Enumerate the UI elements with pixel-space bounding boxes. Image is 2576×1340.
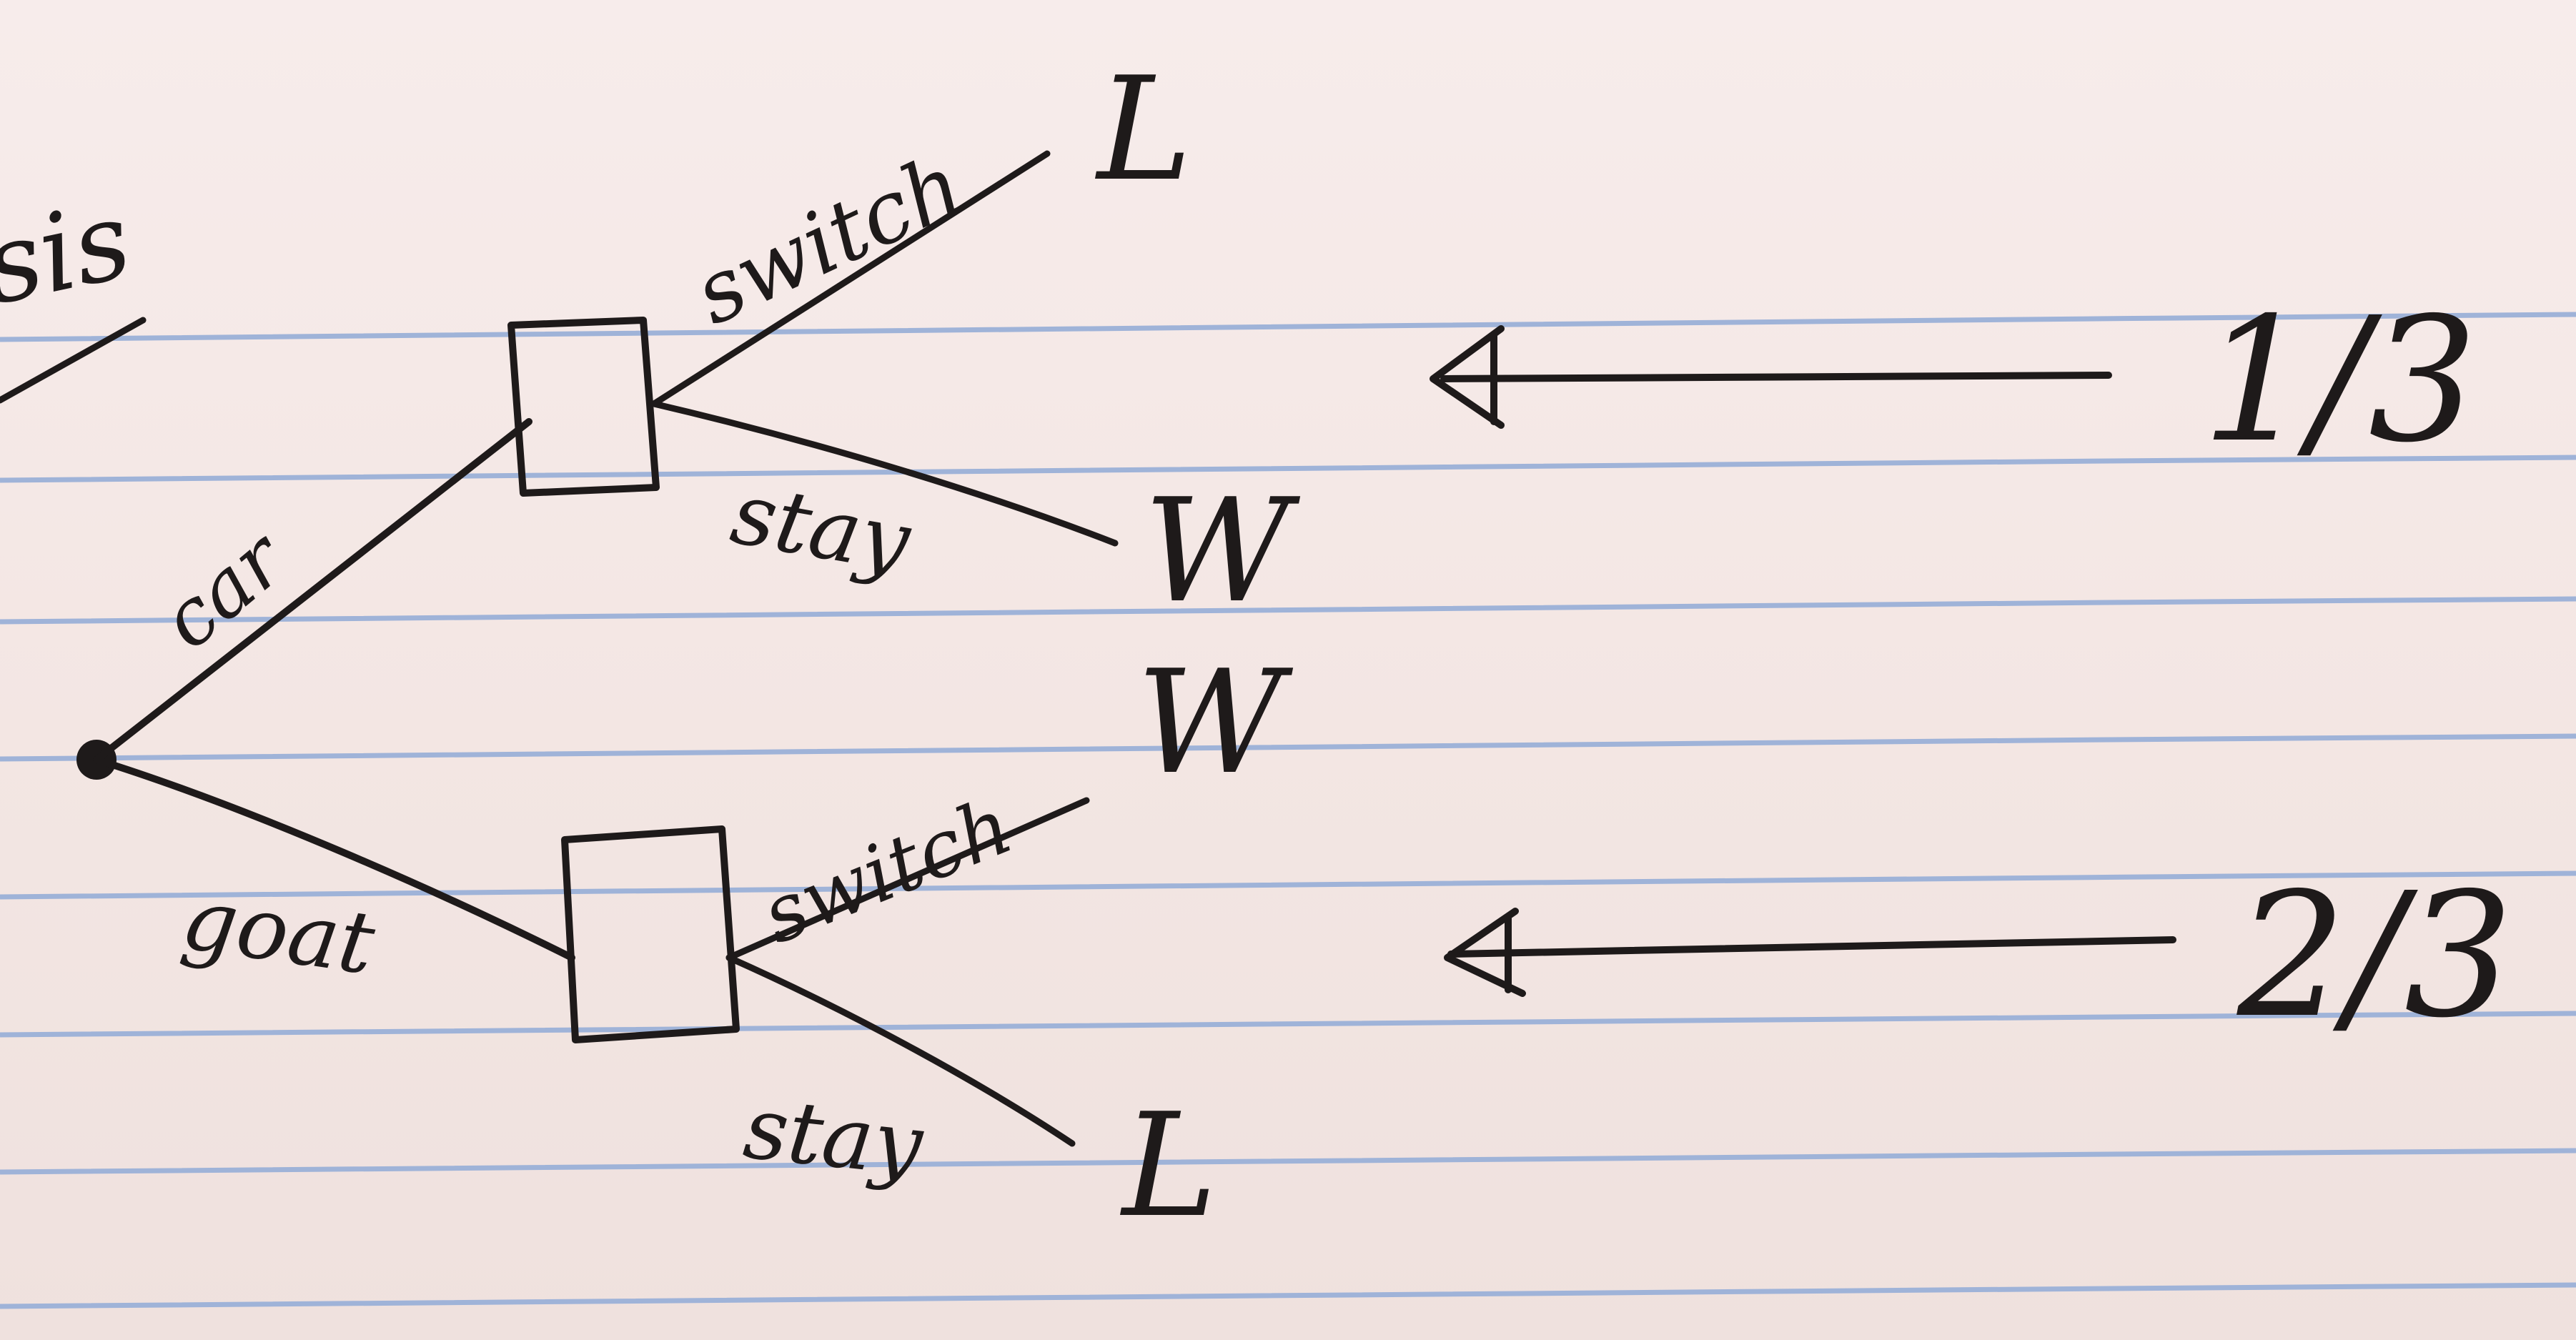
choice-label-2-switch: switch bbox=[750, 780, 1024, 961]
arrow-2 bbox=[1444, 908, 2176, 997]
choice-label-2-stay: stay bbox=[739, 1078, 928, 1196]
choice-label-1-stay: stay bbox=[724, 464, 918, 593]
arrow-1 bbox=[1430, 325, 2112, 429]
choice-line-1-switch bbox=[650, 150, 1051, 407]
choice-label-1-switch: switch bbox=[680, 135, 978, 344]
choice-line-1-stay bbox=[650, 400, 1119, 547]
branch-car bbox=[93, 418, 532, 763]
branch-label-car: car bbox=[144, 511, 304, 667]
decision-node-1 bbox=[507, 317, 660, 497]
branch-label-goat: goat bbox=[176, 869, 380, 994]
outcome-2-stay: L bbox=[1119, 1083, 1217, 1249]
branch-goat bbox=[93, 756, 575, 961]
outcome-1-switch: L bbox=[1094, 46, 1192, 213]
decision-node-2 bbox=[561, 825, 740, 1043]
ruled-lines bbox=[0, 312, 2576, 1309]
margin-stroke bbox=[0, 317, 147, 404]
outcome-1-stay: W bbox=[1144, 468, 1301, 635]
outcome-2-switch: W bbox=[1136, 640, 1294, 806]
choice-line-2-stay bbox=[725, 954, 1076, 1147]
choice-line-2-switch bbox=[725, 797, 1090, 961]
margin-fragment: sis bbox=[0, 178, 141, 329]
probability-1: 1/3 bbox=[2201, 280, 2477, 480]
probability-2: 2/3 bbox=[2236, 855, 2513, 1056]
